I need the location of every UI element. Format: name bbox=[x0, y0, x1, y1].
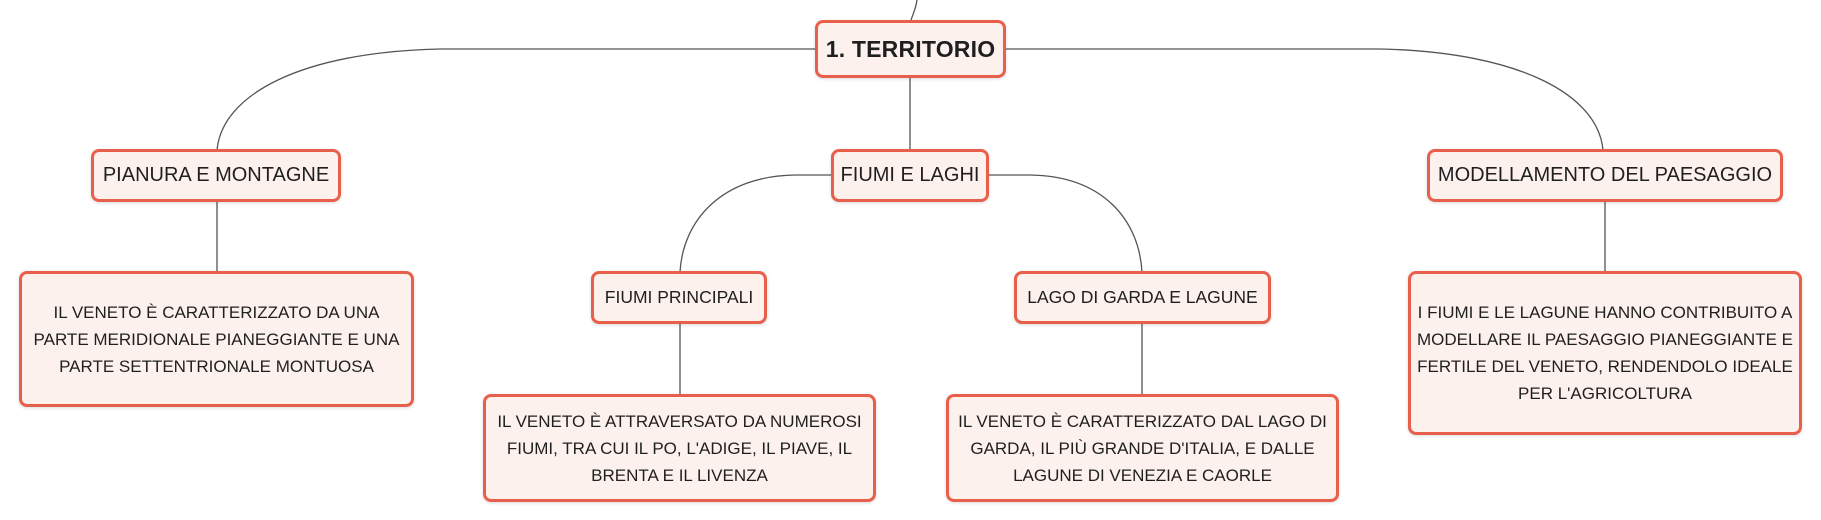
node-label: MODELLAMENTO DEL PAESAGGIO bbox=[1437, 164, 1773, 186]
node-modellamento-del-paesaggio[interactable]: MODELLAMENTO DEL PAESAGGIO bbox=[1427, 149, 1783, 202]
node-fiumi-principali[interactable]: FIUMI PRINCIPALI bbox=[591, 271, 767, 324]
detail-text: IL VENETO È CARATTERIZZATO DA UNA PARTE … bbox=[33, 302, 400, 376]
detail-text: I FIUMI E LE LAGUNE HANNO CONTRIBUITO A … bbox=[1417, 303, 1793, 403]
node-label: LAGO DI GARDA E LAGUNE bbox=[1027, 287, 1258, 307]
detail-pianura-e-montagne[interactable]: IL VENETO È CARATTERIZZATO DA UNA PARTE … bbox=[19, 271, 414, 407]
connector-to-parent bbox=[910, 0, 918, 21]
root-node-territorio[interactable]: 1. TERRITORIO bbox=[815, 20, 1006, 78]
node-fiumi-e-laghi[interactable]: FIUMI E LAGHI bbox=[831, 149, 989, 202]
node-label: PIANURA E MONTAGNE bbox=[102, 164, 330, 186]
node-label: FIUMI E LAGHI bbox=[840, 164, 980, 186]
connector-fiumi-principali bbox=[679, 174, 832, 273]
node-label: FIUMI PRINCIPALI bbox=[604, 287, 754, 307]
connector-root-pianura bbox=[216, 48, 815, 151]
detail-text: IL VENETO È CARATTERIZZATO DAL LAGO DI G… bbox=[958, 411, 1327, 485]
detail-text: IL VENETO È ATTRAVERSATO DA NUMEROSI FIU… bbox=[497, 411, 862, 485]
node-pianura-e-montagne[interactable]: PIANURA E MONTAGNE bbox=[91, 149, 341, 202]
root-node-label: 1. TERRITORIO bbox=[825, 35, 996, 62]
node-lago-di-garda-e-lagune[interactable]: LAGO DI GARDA E LAGUNE bbox=[1014, 271, 1271, 324]
detail-lago-di-garda-e-lagune[interactable]: IL VENETO È CARATTERIZZATO DAL LAGO DI G… bbox=[946, 394, 1339, 502]
detail-fiumi-principali[interactable]: IL VENETO È ATTRAVERSATO DA NUMEROSI FIU… bbox=[483, 394, 876, 502]
detail-modellamento-del-paesaggio[interactable]: I FIUMI E LE LAGUNE HANNO CONTRIBUITO A … bbox=[1408, 271, 1802, 435]
connector-root-modellamento bbox=[1006, 48, 1604, 151]
connector-fiumi-lago bbox=[988, 174, 1143, 273]
